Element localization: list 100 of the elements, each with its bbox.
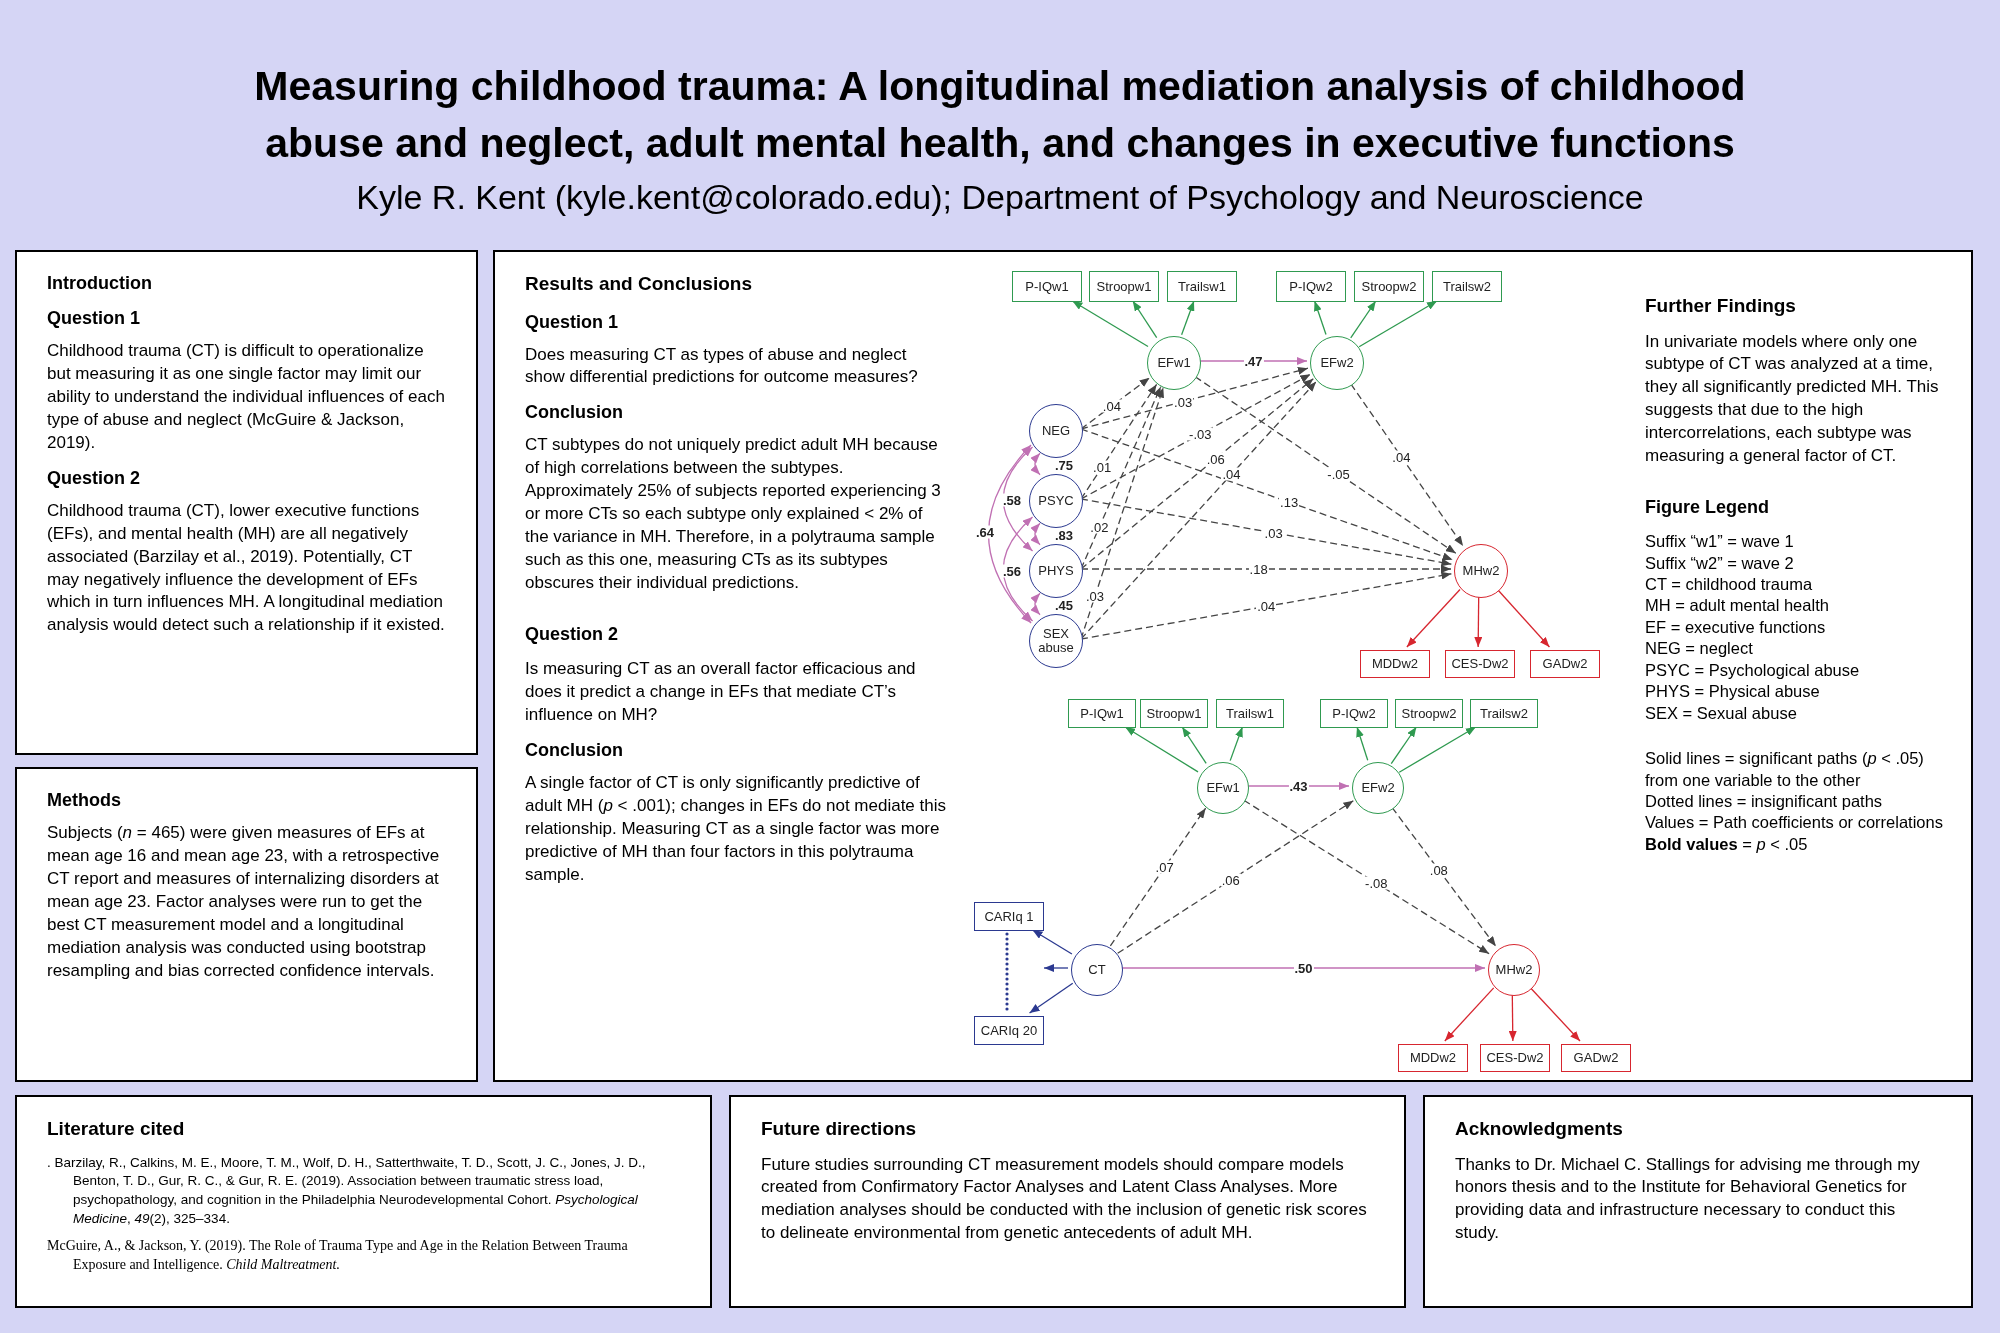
- path-coefficient: .45: [1053, 598, 1075, 612]
- section-heading: Question 2: [525, 622, 619, 646]
- legend-line: CT = childhood trauma: [1645, 574, 1814, 595]
- path-coefficient: .13: [1279, 495, 1300, 509]
- section-panel: [729, 1095, 1406, 1308]
- dashed-path-arrow: [1243, 799, 1490, 955]
- path-arrow: [1229, 726, 1244, 762]
- path-arrow: [1132, 300, 1158, 339]
- reference: . Barzilay, R., Calkins, M. E., Moore, T. M., Wolf, D. H., Satterthwaite, T. D., Scott, J. C., Jones, J. D., Benton, T. D., Gur, R. C., & Gur, R. E. (2019). Association between traumatic stress load, psychopathology, and cognition in the Philadelphia Neurodevelopmental Cohort. Psychological Medicine, 49(2), 325–334.: [47, 1153, 647, 1229]
- path-coefficient: .64: [974, 525, 996, 539]
- path-coefficient: .02: [1089, 520, 1110, 534]
- dashed-path-arrow: [1117, 800, 1354, 954]
- path-coefficient: .04: [1101, 399, 1122, 413]
- path-arrow: [1529, 987, 1581, 1042]
- section-heading: Future directions: [761, 1117, 918, 1141]
- section-panel: [15, 250, 478, 755]
- path-arrow: [1497, 589, 1551, 648]
- section-heading: Conclusion: [525, 401, 624, 425]
- indicator-box: CES-Dw2: [1480, 1044, 1550, 1072]
- path-arrow: [1031, 929, 1073, 955]
- section-heading: Acknowledgments: [1455, 1117, 1624, 1141]
- path-arrow: [1028, 982, 1074, 1014]
- path-arrow: [1356, 726, 1369, 761]
- section-heading: Methods: [47, 789, 122, 812]
- legend-line: Values = Path coefficients or correlations: [1645, 812, 1944, 834]
- dashed-path-arrow: [1080, 378, 1314, 570]
- path-arrow: [1398, 726, 1477, 773]
- section-panel: [1423, 1095, 1973, 1308]
- path-coefficient: -.03: [1188, 427, 1213, 441]
- indicator-box: Stroopw2: [1354, 271, 1424, 302]
- path-coefficient: .08: [1428, 863, 1449, 877]
- section-heading: Introduction: [47, 272, 153, 295]
- paragraph: In univariate models where only one subtype of CT was analyzed at a time, they all significantly predicted MH. This suggests that due to the high intercorrelations, each subtype was measuring a general factor of CT.: [1645, 330, 1940, 468]
- path-arrow: [1406, 588, 1461, 648]
- path-arrow: [1358, 300, 1438, 348]
- dashed-path-arrow: [1080, 366, 1309, 430]
- paragraph: Thanks to Dr. Michael C. Stallings for advising me through my honors thesis and to the Institute for Behavioral Genetics for providing data and infrastructure necessary to conduct this study.: [1455, 1153, 1921, 1245]
- path-coefficient: .04: [1391, 450, 1412, 464]
- indicator-box: MDDw2: [1398, 1044, 1468, 1072]
- section-heading: Question 2: [47, 466, 141, 490]
- legend-line: EF = executive functions: [1645, 616, 1827, 638]
- path-coefficient: .18: [1248, 562, 1269, 576]
- path-coefficient: .47: [1243, 354, 1264, 368]
- correlation-arrow: [1030, 592, 1041, 616]
- indicator-box: Stroopw2: [1395, 699, 1463, 728]
- dashed-path-arrow: [1080, 498, 1453, 567]
- dashed-path-arrow: [1109, 807, 1207, 947]
- correlation-arrow: [1002, 446, 1034, 552]
- indicator-box: Stroopw1: [1140, 699, 1208, 728]
- dashed-path-arrow: [1194, 376, 1457, 554]
- indicator-box: Trailsw1: [1167, 271, 1237, 302]
- indicator-box: Trailsw2: [1470, 699, 1538, 728]
- paragraph: Childhood trauma (CT) is difficult to operationalize but measuring it as one single factor may limit our ability to understand the individual influences of each type of abuse and neglect (McGuire & Jackson, 2019).: [47, 340, 446, 454]
- path-coefficient: .03: [1084, 589, 1105, 603]
- correlation-arrow: [987, 444, 1032, 624]
- legend-line: Solid lines = significant paths (p < .05) from one variable to the other: [1645, 748, 1925, 791]
- path-coefficient: -.08: [1364, 876, 1389, 890]
- correlation-arrow: [1030, 452, 1041, 476]
- path-coefficient: .03: [1173, 395, 1194, 409]
- legend-line: Bold values = p < .05: [1645, 833, 1809, 855]
- legend-line: SEX = Sexual abuse: [1645, 702, 1798, 724]
- path-coefficient: .58: [1001, 493, 1023, 507]
- indicator-box: GADw2: [1530, 650, 1600, 678]
- legend-line: Suffix “w2” = wave 2: [1645, 552, 1795, 574]
- path-coefficient: .83: [1053, 528, 1075, 542]
- path-coefficient: .03: [1263, 526, 1284, 540]
- path-coefficient: .06: [1220, 873, 1241, 887]
- section-heading: Conclusion: [525, 738, 624, 762]
- path-coefficient: -.05: [1326, 467, 1351, 481]
- dashed-path-arrow: [1080, 571, 1453, 640]
- section-panel: [493, 250, 1973, 1082]
- dashed-path-arrow: [1080, 565, 1452, 573]
- section-heading: Further Findings: [1645, 294, 1797, 318]
- path-arrow: [1350, 300, 1377, 339]
- indicator-box: P-IQw1: [1068, 699, 1136, 728]
- dashed-path-arrow: [1391, 807, 1497, 947]
- path-coefficient: .04: [1256, 599, 1277, 613]
- dashed-path-arrow: [1080, 381, 1317, 640]
- path-coefficient: .04: [1221, 467, 1242, 481]
- path-arrow: [1444, 987, 1495, 1042]
- paragraph: A single factor of CT is only significantly predictive of adult MH (p < .001); changes in EFs do not mediate this relationship. Measuring CT as a single factor was more predictive of MH than four factors in this polytrauma sample.: [525, 771, 947, 886]
- legend-line: Dotted lines = insignificant paths: [1645, 790, 1884, 812]
- indicator-box: P-IQw2: [1320, 699, 1388, 728]
- path-coefficient: .56: [1001, 564, 1023, 578]
- paragraph: Future studies surrounding CT measurement models should compare models created from Confirmatory Factor Analyses and Latent Class Analyses. More mediation analyses should be conducted with the inclusion of genetic risk scores to delineate environmental from genetic antecedents of adult MH.: [761, 1153, 1368, 1245]
- indicator-box: P-IQw2: [1276, 271, 1346, 302]
- path-arrow: [1199, 357, 1308, 365]
- path-arrow: [1121, 964, 1486, 972]
- dashed-path-arrow: [1080, 373, 1312, 500]
- correlation-arrow: [1030, 522, 1041, 546]
- path-coefficient: .50: [1293, 961, 1314, 975]
- path-arrow: [1390, 726, 1418, 765]
- section-panel: [15, 1095, 712, 1308]
- path-arrow: [1313, 300, 1327, 336]
- legend-line: MH = adult mental health: [1645, 595, 1830, 617]
- author-line: Kyle R. Kent (kyle.kent@colorado.edu); Department of Psychology and Neuroscience: [356, 176, 1644, 218]
- section-heading: Figure Legend: [1645, 496, 1770, 520]
- paragraph: CT subtypes do not uniquely predict adult MH because of high correlations between the subtypes. Approximately 25% of subjects reported experiencing 3 or more CTs so each subtype only explained < 2% of the variance in MH. Therefore, in a polytrauma sample such as this one, measuring CTs as its subtypes obscures their individual predictions.: [525, 434, 942, 594]
- paragraph: Subjects (n = 465) were given measures of EFs at mean age 16 and mean age 23, with a retrospective CT report and measures of internalizing disorders at mean age 23. Factor analyses were run to get the best CT measurement model and a longitudinal mediation analysis was conducted using bootstrap resampling and bias corrected confidence intervals.: [47, 822, 441, 982]
- paragraph: Does measuring CT as types of abuse and neglect show differential predictions for outcome measures?: [525, 343, 919, 389]
